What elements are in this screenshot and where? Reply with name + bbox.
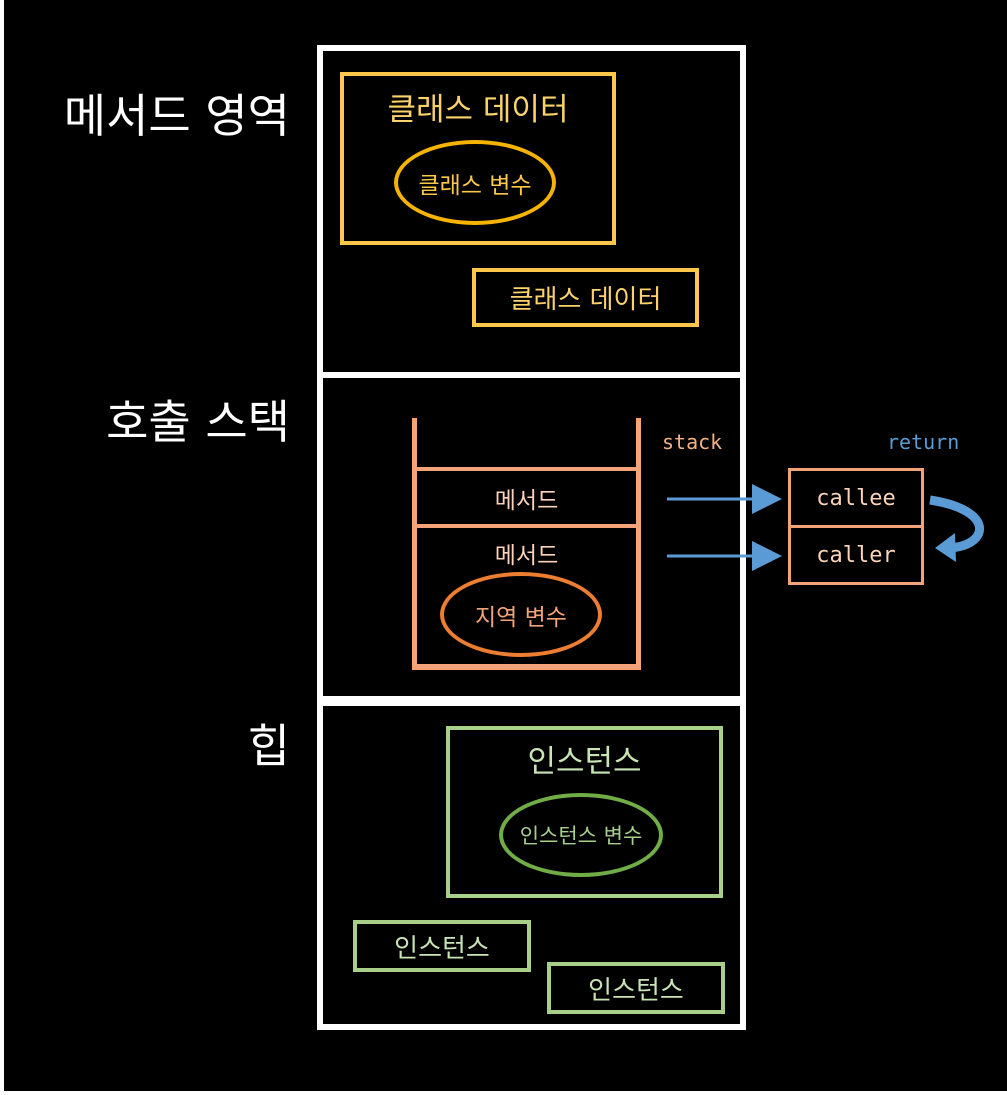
stack-left-wall xyxy=(412,418,417,670)
heap-label: 힙 xyxy=(247,719,290,773)
stack-caption: stack xyxy=(662,430,723,454)
stack-right-wall xyxy=(636,418,641,670)
class-data-box-small: 클래스 데이터 xyxy=(472,268,699,327)
class-variable-label: 클래스 변수 xyxy=(418,172,532,199)
stack-frame-top: 메서드 xyxy=(417,467,636,528)
stack-frame-top-label: 메서드 xyxy=(494,487,559,514)
instance-box-2: 인스턴스 xyxy=(353,920,531,972)
instance-variable-label: 인스턴스 변수 xyxy=(519,824,643,848)
stack-frame-bottom-label: 메서드 xyxy=(494,543,559,569)
instance-box-large: 인스턴스 xyxy=(446,726,723,898)
local-variable-ellipse: 지역 변수 xyxy=(440,572,602,657)
return-caption: return xyxy=(887,430,960,454)
page-bottom-border xyxy=(0,1091,1007,1095)
method-area-label: 메서드 영역 xyxy=(63,89,290,143)
heap-region xyxy=(317,700,746,1030)
class-variable-ellipse: 클래스 변수 xyxy=(394,140,556,225)
class-data-small-label: 클래스 데이터 xyxy=(509,285,662,315)
call-stack-label: 호출 스택 xyxy=(106,395,290,449)
callee-label: callee xyxy=(816,485,896,511)
class-data-box: 클래스 데이터 xyxy=(340,72,616,245)
instance-3-label: 인스턴스 xyxy=(588,975,684,1006)
return-curved-arrow xyxy=(929,495,984,553)
callee-frame: callee xyxy=(788,468,924,528)
page-left-border xyxy=(0,0,4,1095)
caller-frame: caller xyxy=(788,525,924,585)
instance-variable-ellipse: 인스턴스 변수 xyxy=(499,793,663,877)
class-data-title: 클래스 데이터 xyxy=(387,92,569,128)
instance-box-3: 인스턴스 xyxy=(547,962,725,1014)
call-stack-region xyxy=(317,372,746,702)
instance-2-label: 인스턴스 xyxy=(394,933,490,964)
stack-bottom xyxy=(412,664,641,670)
caller-label: caller xyxy=(816,542,896,568)
local-variable-label: 지역 변수 xyxy=(475,604,567,631)
instance-large-title: 인스턴스 xyxy=(527,744,642,780)
return-arrow-head xyxy=(935,533,956,562)
